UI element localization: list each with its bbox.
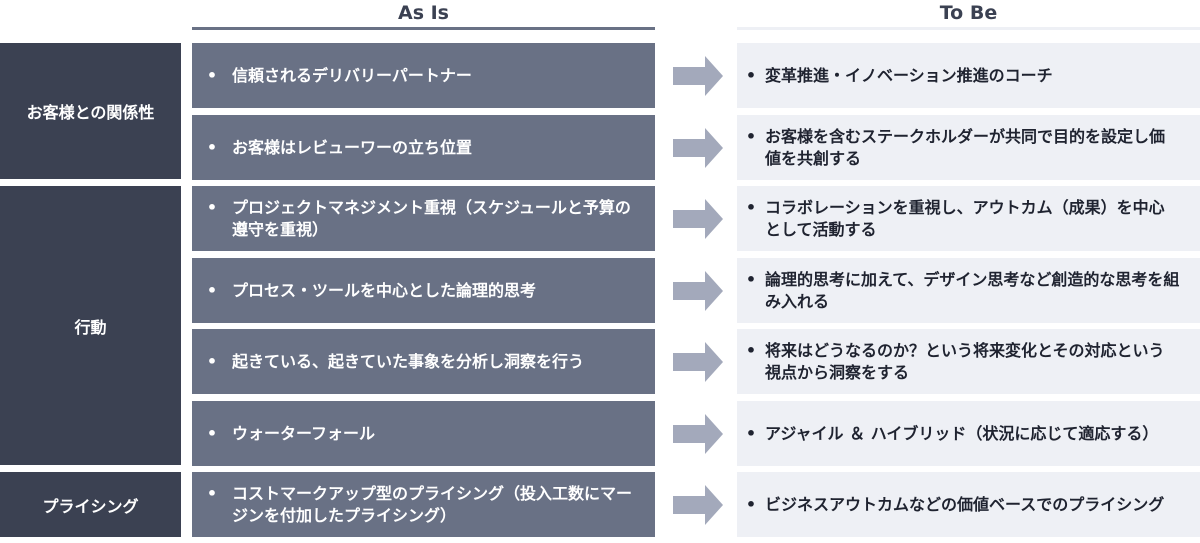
to-be-text: コラボレーションを重視し、アウトカム（成果）を中心として活動する bbox=[765, 197, 1165, 239]
right-arrow-icon bbox=[673, 55, 723, 96]
bullet-icon: • bbox=[206, 197, 218, 217]
as-is-text: 起きている、起きていた事象を分析し洞察を行う bbox=[232, 351, 585, 371]
bullet-icon: • bbox=[745, 197, 757, 217]
as-is-text: プロセス・ツールを中心とした論理的思考 bbox=[232, 280, 537, 300]
bullet-icon: • bbox=[745, 494, 757, 514]
as-is-cell: • 起きている、起きていた事象を分析し洞察を行う bbox=[192, 329, 655, 394]
to-be-cell: • 論理的思考に加えて、デザイン思考など創造的な思考を組み入れる bbox=[737, 258, 1200, 323]
to-be-cell: • 将来はどうなるのか？という将来変化とその対応という視点から洞察をする bbox=[737, 329, 1200, 394]
arrow-shape bbox=[673, 341, 723, 382]
header-as-is: As Is bbox=[397, 2, 449, 24]
bullet-icon: • bbox=[745, 340, 757, 360]
header-to-be-underline bbox=[737, 27, 1200, 30]
bullet-icon: • bbox=[745, 126, 757, 146]
bullet-icon: • bbox=[745, 269, 757, 289]
bullet-icon: • bbox=[745, 65, 757, 85]
to-be-cell: • お客様を含むステークホルダーが共同で目的を設定し価値を共創する bbox=[737, 115, 1200, 180]
as-is-cell: • お客様はレビューワーの立ち位置 bbox=[192, 115, 655, 180]
right-arrow-icon bbox=[673, 270, 723, 311]
arrow-shape bbox=[673, 55, 723, 96]
arrow-shape bbox=[673, 484, 723, 525]
header-to-be: To Be bbox=[939, 2, 998, 24]
as-is-cell: • ウォーターフォール bbox=[192, 401, 655, 466]
as-is-cell: • プロジェクトマネジメント重視（スケジュールと予算の遵守を重視） bbox=[192, 186, 655, 251]
to-be-text: 論理的思考に加えて、デザイン思考など創造的な思考を組み入れる bbox=[765, 269, 1180, 311]
to-be-text: ビジネスアウトカムなどの価値ベースでのプライシング bbox=[765, 494, 1165, 514]
header-as-is-underline bbox=[192, 27, 655, 30]
right-arrow-icon bbox=[673, 127, 723, 168]
right-arrow-icon bbox=[673, 413, 723, 454]
as-is-cell: • コストマークアップ型のプライシング（投入工数にマージンを付加したプライシング） bbox=[192, 472, 655, 537]
bullet-icon: • bbox=[206, 483, 218, 503]
bullet-icon: • bbox=[206, 65, 218, 85]
to-be-cell: • コラボレーションを重視し、アウトカム（成果）を中心として活動する bbox=[737, 186, 1200, 251]
to-be-cell: • 変革推進・イノベーション推進のコーチ bbox=[737, 43, 1200, 108]
arrow-shape bbox=[673, 198, 723, 239]
category-customer-relationship: お客様との関係性 bbox=[0, 43, 181, 179]
right-arrow-icon bbox=[673, 484, 723, 525]
to-be-text: お客様を含むステークホルダーが共同で目的を設定し価値を共創する bbox=[765, 126, 1166, 168]
as-is-text: お客様はレビューワーの立ち位置 bbox=[232, 137, 473, 157]
as-is-text: ウォーターフォール bbox=[232, 423, 376, 443]
right-arrow-icon bbox=[673, 341, 723, 382]
to-be-text: 変革推進・イノベーション推進のコーチ bbox=[765, 65, 1053, 85]
arrow-shape bbox=[673, 413, 723, 454]
bullet-icon: • bbox=[745, 423, 757, 443]
to-be-text: 将来はどうなるのか？という将来変化とその対応という視点から洞察をする bbox=[765, 340, 1165, 382]
right-arrow-icon bbox=[673, 198, 723, 239]
bullet-icon: • bbox=[206, 137, 218, 157]
to-be-text: アジャイル ＆ ハイブリッド（状況に応じて適応する） bbox=[765, 423, 1159, 443]
bullet-icon: • bbox=[206, 351, 218, 371]
as-is-text: コストマークアップ型のプライシング（投入工数にマージンを付加したプライシング） bbox=[232, 483, 633, 525]
category-behavior: 行動 bbox=[0, 186, 181, 465]
bullet-icon: • bbox=[206, 423, 218, 443]
as-is-text: プロジェクトマネジメント重視（スケジュールと予算の遵守を重視） bbox=[232, 197, 631, 239]
arrow-shape bbox=[673, 270, 723, 311]
as-is-cell: • 信頼されるデリバリーパートナー bbox=[192, 43, 655, 108]
to-be-cell: • ビジネスアウトカムなどの価値ベースでのプライシング bbox=[737, 472, 1200, 537]
arrow-shape bbox=[673, 127, 723, 168]
to-be-cell: • アジャイル ＆ ハイブリッド（状況に応じて適応する） bbox=[737, 401, 1200, 466]
category-pricing: プライシング bbox=[0, 472, 181, 537]
as-is-cell: • プロセス・ツールを中心とした論理的思考 bbox=[192, 258, 655, 323]
bullet-icon: • bbox=[206, 280, 218, 300]
as-is-text: 信頼されるデリバリーパートナー bbox=[232, 65, 472, 85]
